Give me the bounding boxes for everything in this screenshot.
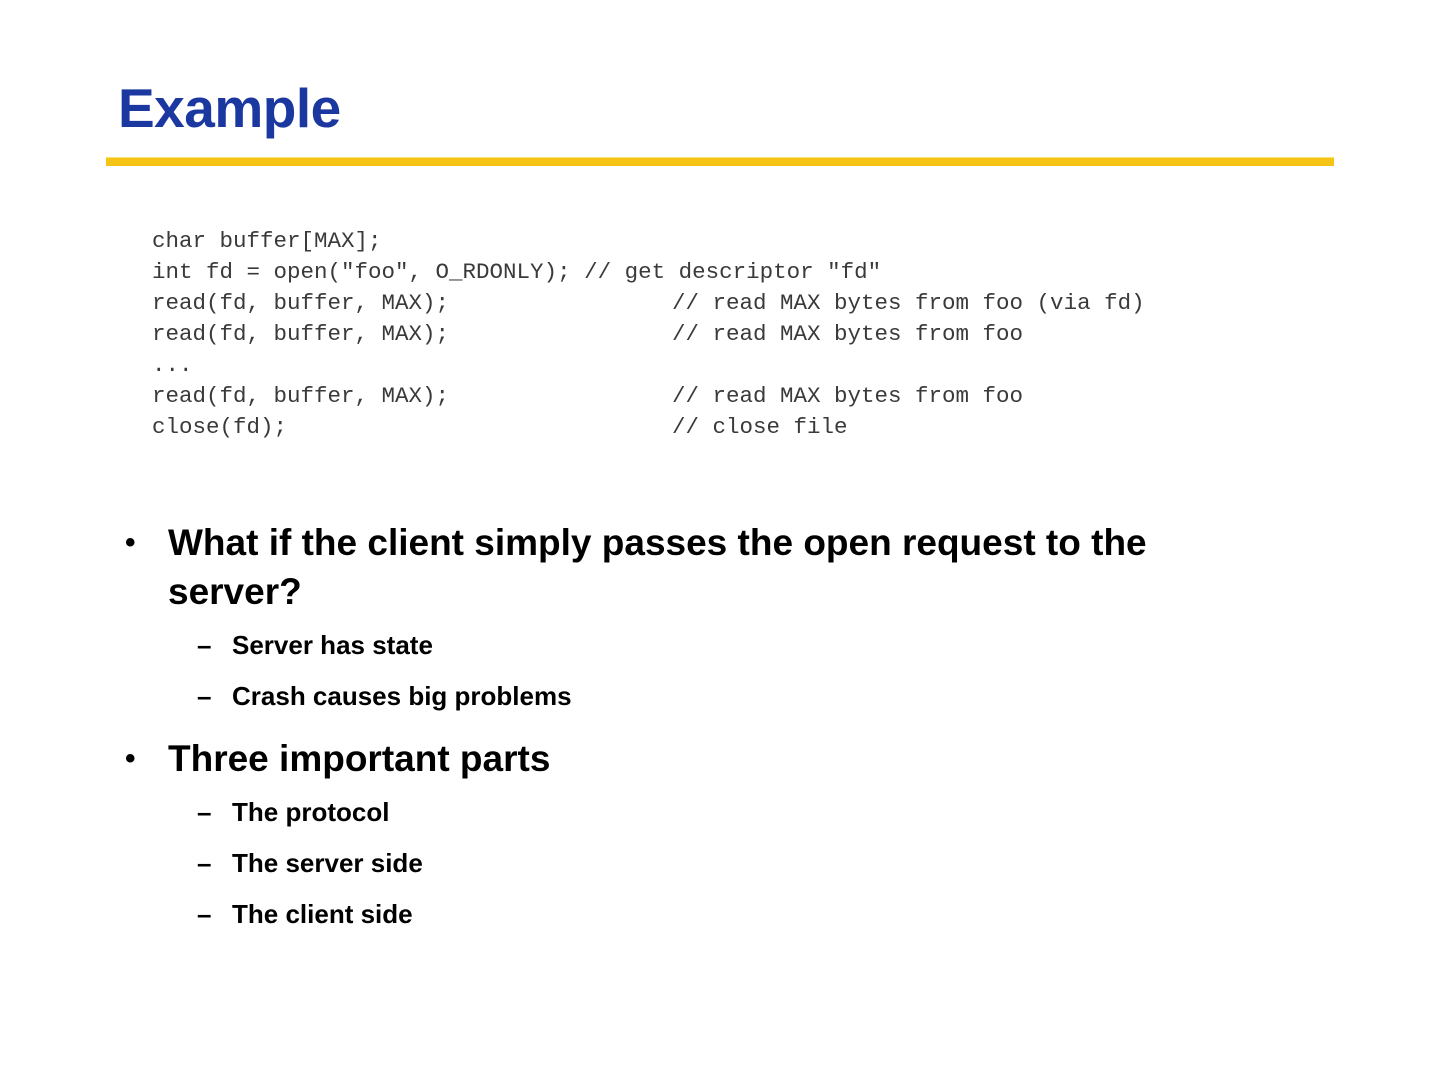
sub-bullet-text: Crash causes big problems — [232, 681, 572, 711]
code-statement: read(fd, buffer, MAX); — [152, 290, 450, 316]
title-divider — [106, 157, 1334, 166]
sub-bullet-item: –Server has state — [0, 620, 1440, 671]
sub-bullet-text: Server has state — [232, 630, 433, 660]
sub-bullet-marker-icon: – — [197, 681, 212, 711]
sub-bullet-item: –The client side — [0, 889, 1440, 940]
code-line: read(fd, buffer, MAX); // read MAX bytes … — [152, 319, 1023, 350]
bullet-marker-icon: • — [125, 742, 136, 775]
bullet-marker-icon: • — [125, 526, 136, 559]
bullet-text: What if the client simply passes the ope… — [168, 522, 1147, 612]
bullet-item: • What if the client simply passes the op… — [0, 518, 1440, 616]
code-comment: // read MAX bytes from foo (via fd) — [672, 290, 1145, 316]
sub-bullet-text: The protocol — [232, 797, 390, 827]
code-statement: read(fd, buffer, MAX); — [152, 321, 450, 347]
code-line: ... — [152, 350, 881, 381]
bullet-item: • Three important parts — [0, 734, 1440, 783]
code-statement: ... — [152, 352, 193, 378]
code-line: int fd = open("foo", O_RDONLY); // get d… — [152, 257, 881, 288]
code-line: close(fd); // close file — [152, 412, 881, 443]
sub-bullet-marker-icon: – — [197, 848, 212, 878]
code-comment: // close file — [672, 414, 848, 440]
code-line: read(fd, buffer, MAX); // read MAX bytes … — [152, 288, 1145, 319]
sub-bullet-marker-icon: – — [197, 797, 212, 827]
code-statement: int fd = open("foo", O_RDONLY); — [152, 259, 571, 285]
sub-bullet-item: –The server side — [0, 838, 1440, 889]
code-statement: char buffer[MAX]; — [152, 228, 382, 254]
code-statement: read(fd, buffer, MAX); — [152, 383, 450, 409]
sub-bullet-text: The server side — [232, 848, 423, 878]
bullet-group-spacer — [0, 722, 1440, 734]
sub-bullet-marker-icon: – — [197, 630, 212, 660]
code-comment: // read MAX bytes from foo — [672, 321, 1024, 347]
sub-bullet-marker-icon: – — [197, 899, 212, 929]
bullet-text: Three important parts — [168, 738, 551, 779]
code-line: read(fd, buffer, MAX); // read MAX bytes … — [152, 381, 1023, 412]
sub-bullet-text: The client side — [232, 899, 413, 929]
page-title: Example — [118, 77, 341, 139]
code-comment: // read MAX bytes from foo — [672, 383, 1024, 409]
code-comment: // get descriptor "fd" — [570, 259, 882, 285]
sub-bullet-item: –The protocol — [0, 787, 1440, 838]
code-block: char buffer[MAX]; int fd = open("foo", O_… — [152, 226, 1145, 443]
code-statement: close(fd); — [152, 414, 288, 440]
sub-bullet-item: –Crash causes big problems — [0, 671, 1440, 722]
code-line: char buffer[MAX]; — [152, 226, 881, 257]
bullet-list: • What if the client simply passes the op… — [0, 518, 1440, 940]
